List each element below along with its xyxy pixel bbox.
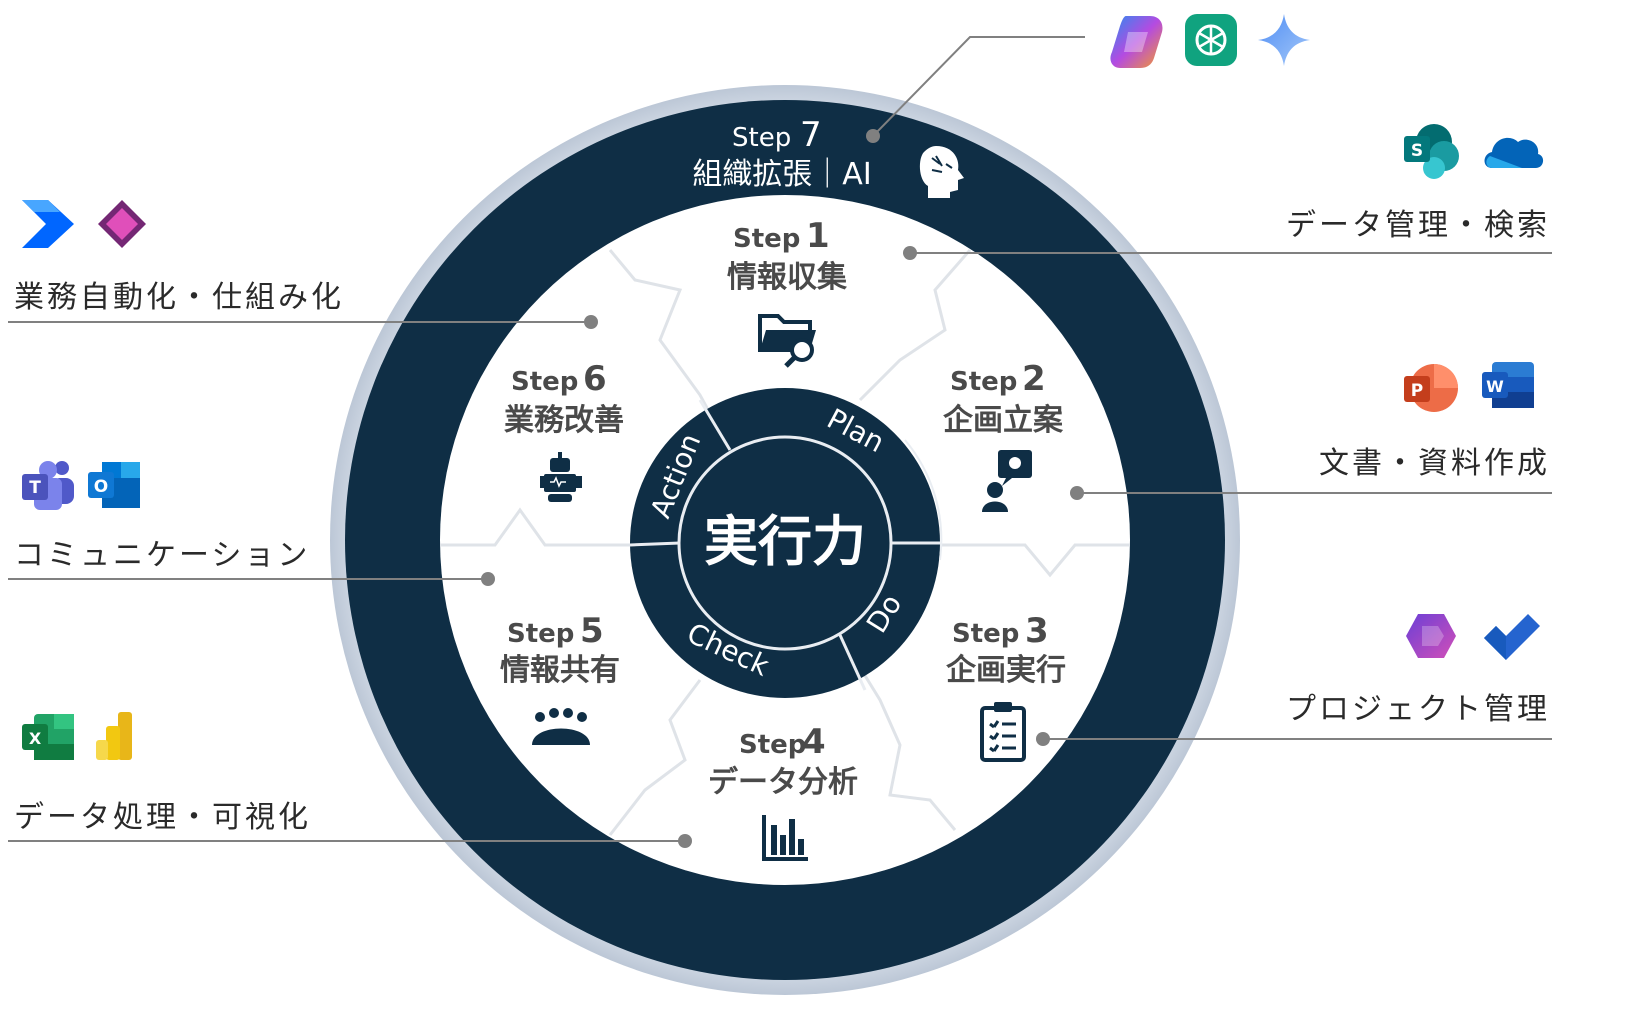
power-automate-icon [22, 200, 74, 248]
step4-word: Step [739, 730, 806, 760]
clipboard-checklist-icon [980, 702, 1026, 762]
sharepoint-icon: S [1404, 124, 1459, 179]
plan-arc [904, 439, 943, 561]
pdca-dividers [629, 399, 940, 691]
loop-icon [1406, 614, 1456, 658]
step5-name: 情報共有 [500, 653, 620, 688]
excel-icon: X [22, 714, 74, 760]
svg-text:O: O [94, 477, 108, 497]
onedrive-icon [1484, 137, 1544, 168]
category-project-label: プロジェクト管理 [1286, 692, 1550, 727]
step3-word: Step [952, 619, 1019, 649]
step6-name: 業務改善 [504, 403, 624, 438]
step3-num: 3 [1025, 611, 1049, 651]
svg-text:P: P [1411, 381, 1423, 401]
step1-name: 情報収集 [727, 260, 848, 295]
ai-head-icon [919, 146, 964, 198]
copilot-icon [1110, 16, 1163, 68]
step5-num: 5 [580, 611, 604, 651]
category-communication-label: コミュニケーション [14, 538, 311, 573]
category-automation-label: 業務自動化・仕組み化 [14, 280, 344, 315]
svg-text:T: T [29, 478, 41, 498]
step2-word: Step [950, 367, 1017, 397]
step3-name: 企画実行 [946, 653, 1066, 688]
svg-text:X: X [29, 729, 42, 748]
powerpoint-icon: P [1404, 364, 1458, 412]
connector-lines [8, 36, 1552, 842]
category-documents-label: 文書・資料作成 [1319, 446, 1550, 481]
robot-icon [540, 452, 582, 502]
step6-num: 6 [583, 359, 607, 399]
connector-dots [481, 129, 1084, 848]
segment-separators [440, 249, 1130, 836]
bar-chart-icon [762, 815, 808, 861]
svg-text:W: W [1486, 377, 1504, 396]
step1-num: 1 [806, 216, 830, 256]
power-apps-icon [98, 200, 146, 248]
svg-text:S: S [1411, 141, 1423, 161]
step5-word: Step [507, 619, 574, 649]
power-bi-icon [96, 712, 132, 760]
outlook-icon: O [88, 462, 140, 508]
category-data-management-label: データ管理・検索 [1286, 208, 1550, 243]
todo-icon [1484, 614, 1540, 660]
step4-name: データ分析 [708, 765, 858, 800]
person-idea-icon [982, 450, 1032, 512]
step4-num: 4 [802, 722, 826, 762]
word-icon: W [1482, 362, 1534, 408]
step7-name: 組織拡張｜AI [692, 157, 871, 192]
step2-num: 2 [1022, 359, 1046, 399]
gemini-icon [1258, 14, 1310, 66]
teams-icon: T [22, 461, 74, 510]
center-title: 実行力 [704, 510, 866, 573]
step7-word: Step [732, 123, 791, 153]
step7-num: 7 [800, 115, 822, 155]
category-data-viz-label: データ処理・可視化 [14, 800, 311, 835]
folder-search-icon [758, 314, 816, 368]
step2-name: 企画立案 [943, 403, 1064, 438]
group-meeting-icon [532, 708, 590, 745]
chatgpt-icon [1185, 14, 1237, 66]
step6-word: Step [511, 367, 578, 397]
step1-word: Step [733, 224, 800, 254]
